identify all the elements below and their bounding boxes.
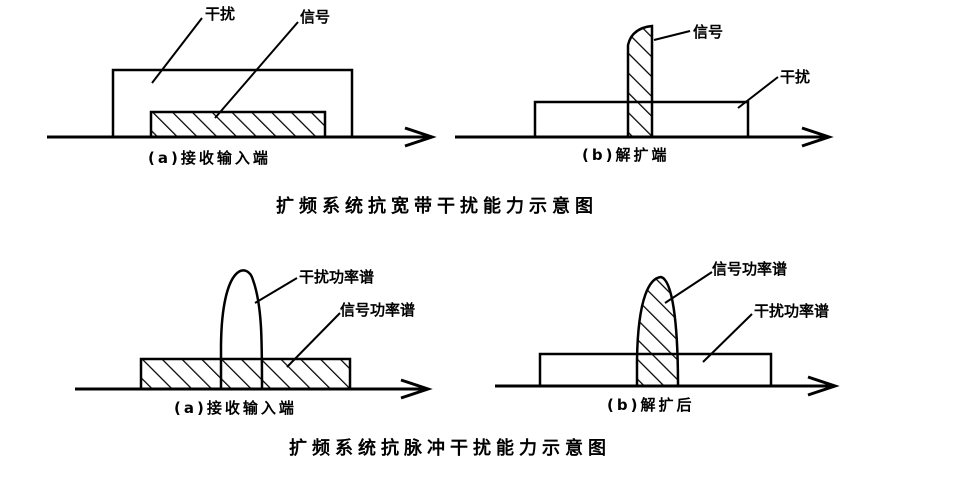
s1b-signal-peak: [626, 24, 654, 139]
s2b-caption: (b)解扩后: [607, 396, 694, 414]
s2a-interference-pulse: [219, 269, 264, 390]
s1b-caption: (b)解扩端: [582, 146, 669, 164]
s1a-signal-band: [149, 110, 327, 139]
s2-diagram-b: 信号功率谱 干扰功率谱 (b)解扩后: [495, 260, 840, 414]
s1b-label-interference: 干扰: [780, 68, 810, 86]
s2a-label-signal: 信号功率谱: [340, 301, 415, 319]
s2b-signal-pulse: [635, 275, 680, 388]
s1b-leader-signal: [653, 30, 691, 41]
s2b-leader-interference: [702, 313, 753, 363]
s1a-arrowhead: [404, 126, 437, 148]
s1-diagram-b: 信号 干扰 (b)解扩端: [455, 23, 834, 164]
s2a-leader-signal: [286, 312, 341, 368]
s1b-label-signal: 信号: [693, 23, 723, 41]
s1b-leader-interference: [737, 76, 779, 109]
s1a-caption: (a)接收输入端: [148, 149, 271, 167]
s1a-leader-interference: [151, 17, 203, 84]
s2b-arrowhead: [807, 375, 840, 397]
s1-diagram-a: 干扰 信号 (a)接收输入端: [47, 5, 437, 167]
s1a-label-interference: 干扰: [205, 5, 235, 23]
s1a-leader-signal: [214, 21, 299, 119]
s2a-arrowhead: [400, 378, 433, 400]
s2a-label-interference: 干扰功率谱: [299, 268, 374, 286]
s2-title: 扩频系统抗脉冲干扰能力示意图: [289, 437, 611, 459]
s1b-arrowhead: [801, 126, 834, 148]
s2b-label-signal: 信号功率谱: [712, 260, 787, 278]
s2b-label-interference: 干扰功率谱: [754, 302, 829, 320]
s2b-leader-signal: [664, 271, 713, 304]
s2-diagram-a: 干扰功率谱 信号功率谱 (a)接收输入端: [75, 268, 433, 417]
s1-title: 扩频系统抗宽带干扰能力示意图: [276, 195, 598, 217]
s1a-label-signal: 信号: [300, 8, 330, 26]
s2a-caption: (a)接收输入端: [174, 399, 297, 417]
s2a-signal-band: [139, 357, 352, 391]
s2a-leader-interference: [254, 277, 298, 304]
